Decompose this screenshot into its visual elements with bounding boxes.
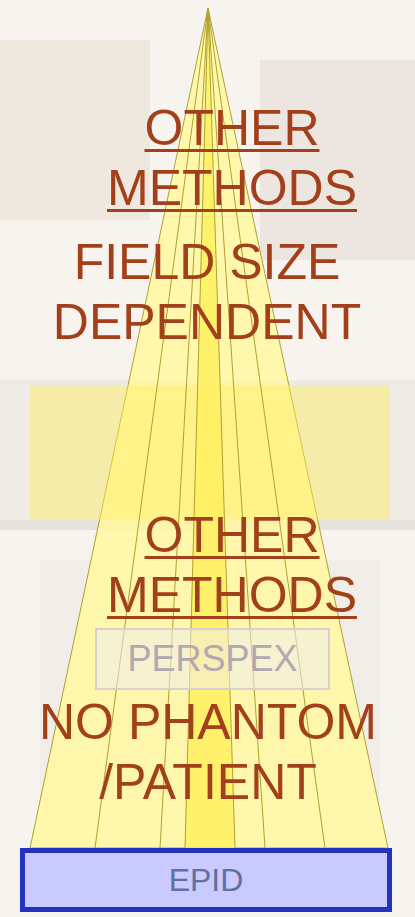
- node-text: PERSPEX: [127, 638, 297, 680]
- photo-shade: [0, 380, 415, 520]
- perspex-slab: PERSPEX: [95, 628, 330, 690]
- beam-band: [30, 385, 390, 520]
- heading-label: OTHER METHODS: [67, 98, 397, 218]
- epid-detector: EPID: [20, 848, 392, 912]
- note-label: FIELD SIZE DEPENDENT: [7, 232, 407, 352]
- heading-label: OTHER METHODS: [67, 505, 397, 625]
- node-text: EPID: [169, 862, 244, 899]
- note-label: NO PHANTOM /PATIENT: [3, 692, 413, 812]
